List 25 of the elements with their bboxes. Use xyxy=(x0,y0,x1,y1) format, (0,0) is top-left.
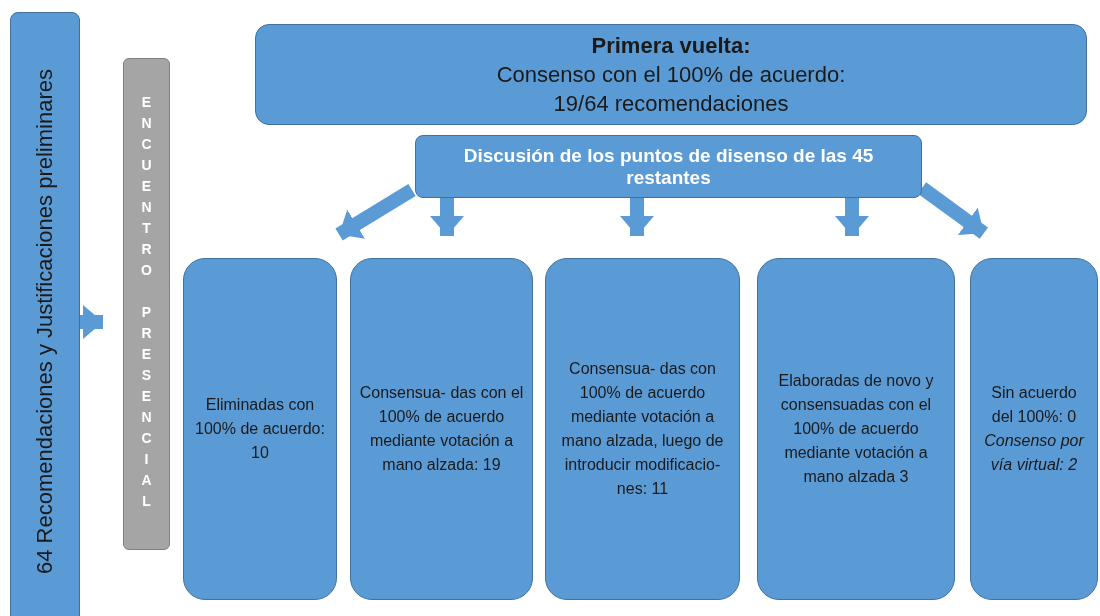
result-text: Sin acuerdo del 100%: 0 xyxy=(990,383,1078,427)
block-arrow xyxy=(335,184,416,241)
header-box xyxy=(255,24,1087,125)
result-text: Elaboradas de novo y consensuadas con el 100% de acuerdo mediante votación a mano alzada 3 xyxy=(777,371,935,487)
discussion-text: Discusión de los puntos de disenso de las 45 restantes xyxy=(462,144,875,189)
vertical-label: ENCUENTRO PRESENCIAL xyxy=(138,94,155,514)
result-text: Consensua- das con 100% de acuerdo mediante votación a mano alzada, luego de introducir modificacio- nes: 11 xyxy=(560,359,725,499)
discussion-box xyxy=(415,135,922,198)
block-arrow xyxy=(430,198,464,236)
block-arrow xyxy=(80,305,103,339)
result-box xyxy=(970,258,1098,600)
result-text: Consensua- das con el 100% de acuerdo mediante votación a mano alzada: 19 xyxy=(358,383,525,475)
vertical-label-bar xyxy=(123,58,170,550)
result-text: Consenso por vía virtual: 2 xyxy=(983,431,1086,475)
header-text: Consenso con el 100% de acuerdo: 19/64 recomendaciones xyxy=(495,61,847,118)
rotated-label: 64 Recomendaciones y Justificaciones preliminares xyxy=(32,69,58,575)
heading: Primera vuelta: xyxy=(591,32,751,60)
vertical-label-bar xyxy=(10,12,80,616)
result-box xyxy=(545,258,740,600)
result-text: Eliminadas con 100% de acuerdo: 10 xyxy=(194,395,326,463)
block-arrow xyxy=(620,198,654,236)
result-box xyxy=(350,258,533,600)
block-arrow xyxy=(835,198,869,236)
result-box xyxy=(757,258,955,600)
result-box xyxy=(183,258,337,600)
